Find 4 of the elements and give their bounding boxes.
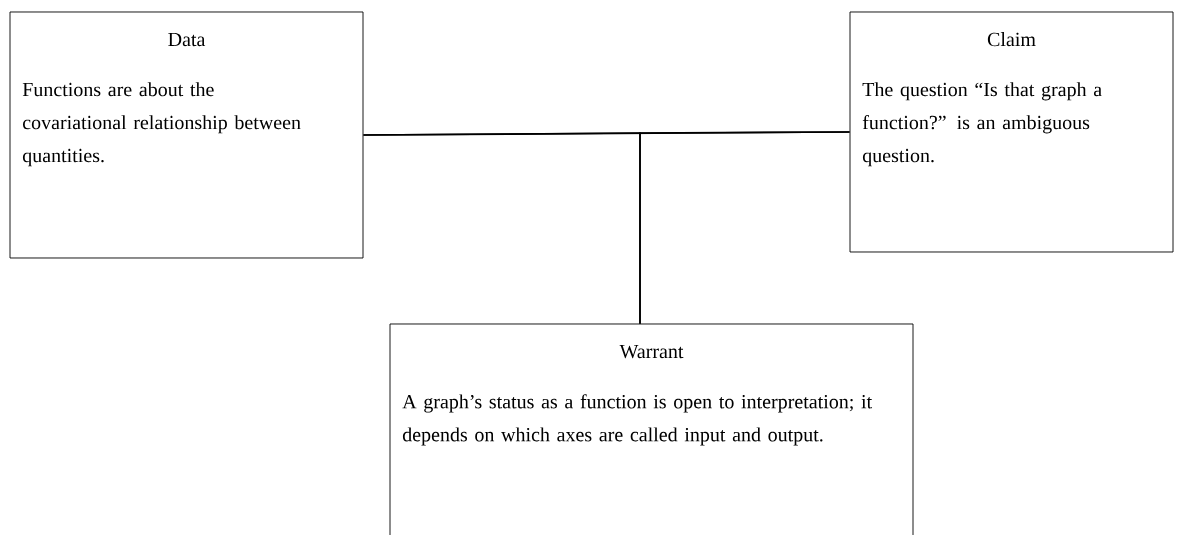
text-box: Claim The question “Is that graph a function?” is an ambiguous question. [849,11,1174,253]
text-box: Warrant A graph’s status as a function is open to interpretation; it depends on which axes are called input and output. [389,323,914,535]
text-box: Data Functions are about the covariational relationship between quantities. [9,11,364,259]
connector-line [639,131,851,325]
